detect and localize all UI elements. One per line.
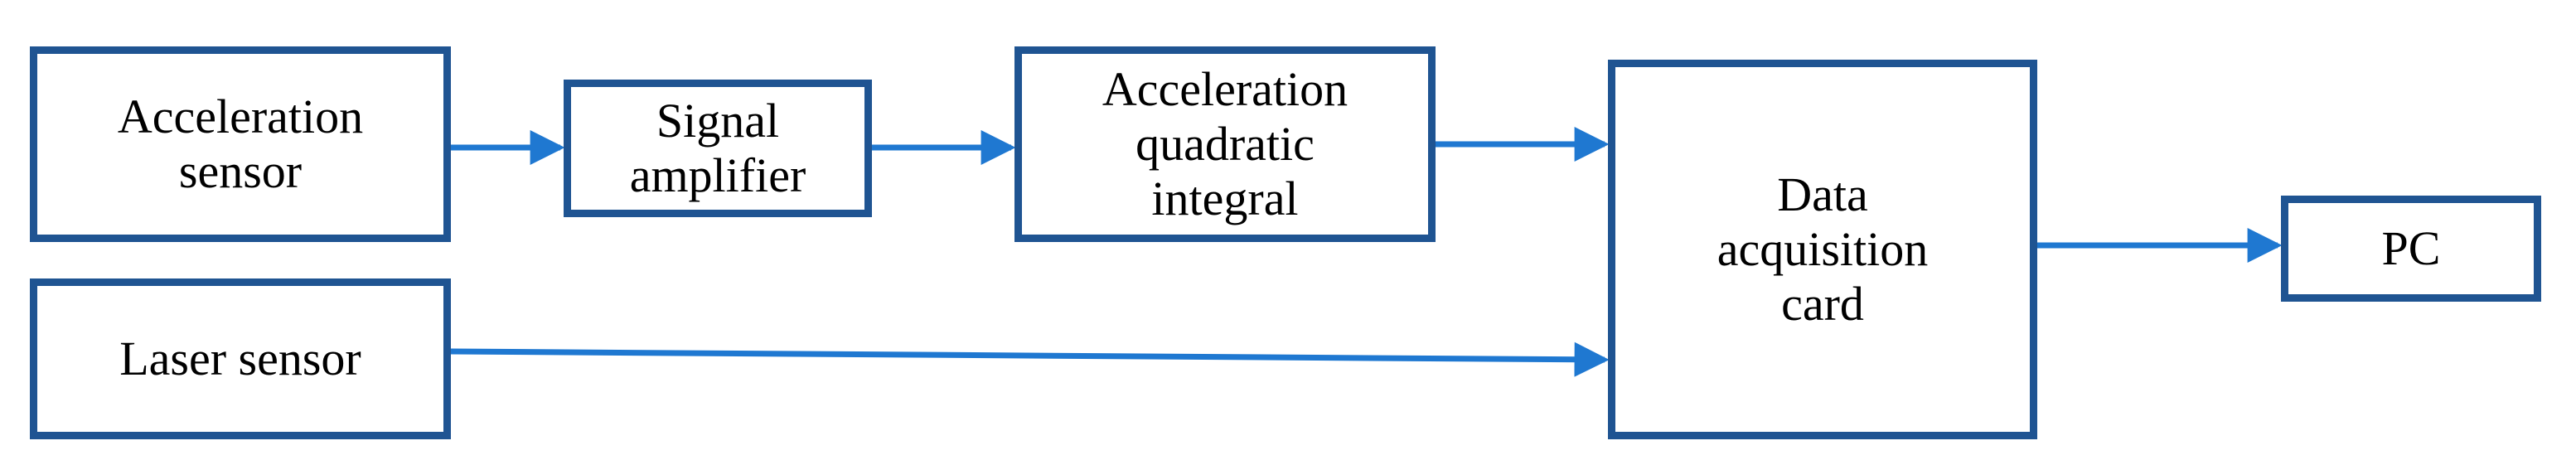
pc-box: PC bbox=[2281, 196, 2541, 302]
laser-sensor-label: Laser sensor bbox=[119, 332, 361, 385]
arrow-laser-sensor-to-data-acquisition-card bbox=[450, 341, 1610, 377]
signal-amplifier-label: Signal amplifier bbox=[629, 94, 806, 202]
pc-label: PC bbox=[2381, 221, 2441, 275]
acceleration-sensor-box: Acceleration sensor bbox=[30, 46, 451, 242]
signal-amplifier-box: Signal amplifier bbox=[564, 80, 872, 217]
data-acquisition-card-label: Data acquisition card bbox=[1717, 167, 1929, 331]
acceleration-quadratic-integral-box: Acceleration quadratic integral bbox=[1014, 46, 1436, 242]
laser-sensor-box: Laser sensor bbox=[30, 278, 451, 439]
data-acquisition-card-box: Data acquisition card bbox=[1608, 60, 2037, 439]
acceleration-quadratic-integral-label: Acceleration quadratic integral bbox=[1102, 62, 1349, 225]
acceleration-sensor-label: Acceleration sensor bbox=[117, 90, 364, 198]
